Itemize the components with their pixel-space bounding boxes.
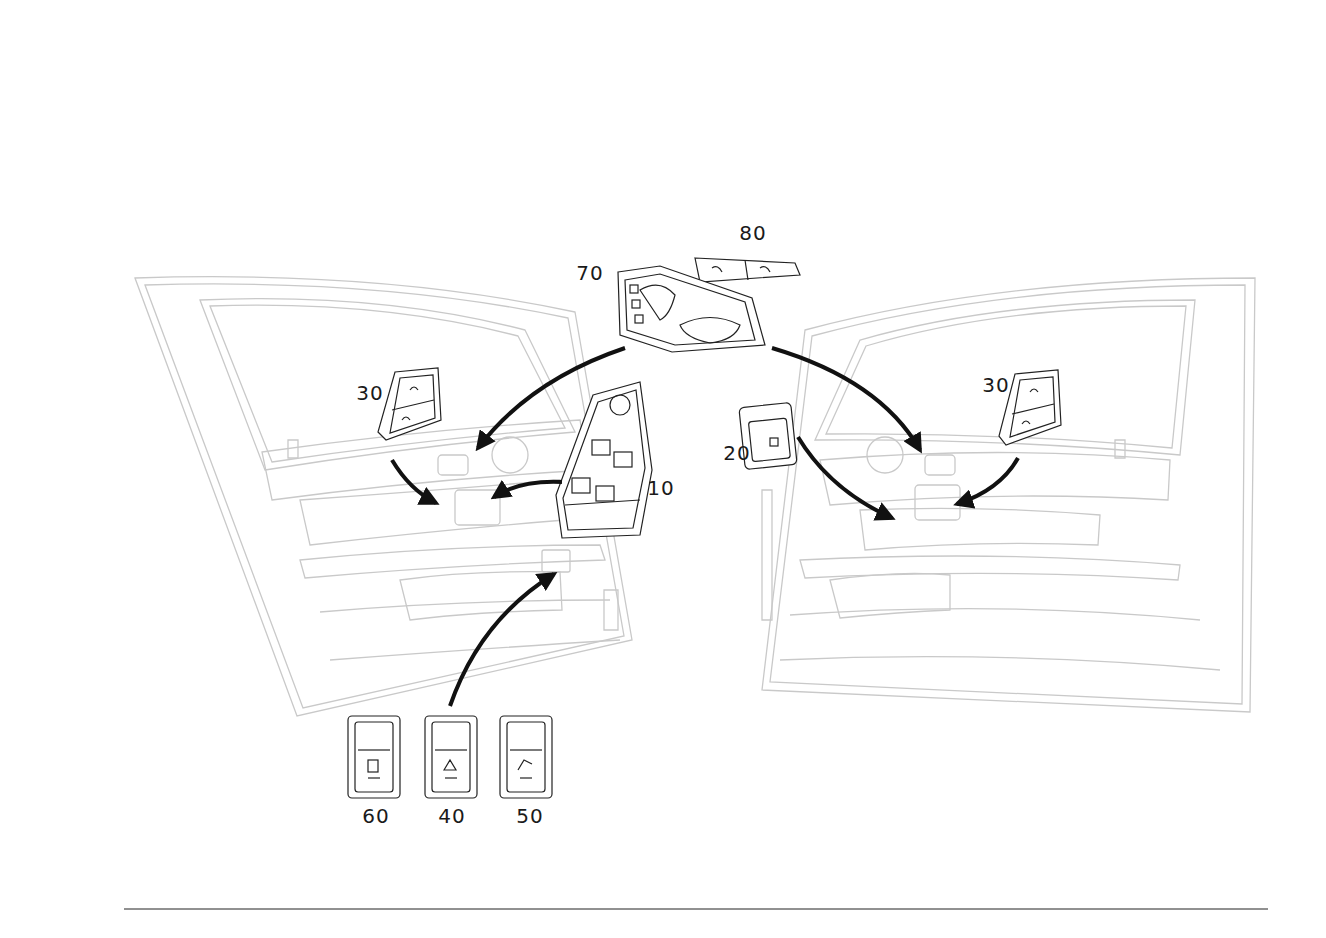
- window-switch-part: [748, 418, 790, 462]
- single-switch-part: [520, 777, 532, 778]
- right-door-part: [826, 306, 1186, 448]
- assembly-arrow-part: [772, 348, 920, 450]
- lock-switch-part: [1010, 377, 1055, 437]
- callout-number: 30: [982, 375, 1009, 395]
- assembly-arrow-part: [494, 482, 562, 497]
- left-door-part: [542, 550, 570, 572]
- window-switch-block: [556, 382, 652, 538]
- window-switch-block-part: [610, 395, 630, 415]
- seat-heat-switch: [695, 258, 800, 282]
- lock-switch-part: [1012, 404, 1054, 414]
- lock-switch-part: [390, 375, 435, 433]
- window-switch-block-part: [592, 440, 610, 455]
- assembly-arrow-part: [957, 458, 1018, 504]
- callout-number: 20: [723, 443, 750, 463]
- lock-switch: [378, 368, 441, 440]
- single-switch-part: [435, 749, 467, 750]
- seat-adjust-switch-part: [632, 300, 640, 308]
- footer-rule: [124, 909, 1268, 910]
- right-door: [762, 278, 1255, 712]
- window-switch-block-part: [563, 390, 645, 530]
- single-switch-part: [358, 749, 390, 750]
- single-switch-part: [518, 760, 532, 770]
- single-switch-part: [432, 722, 470, 792]
- seat-adjust-switch-part: [640, 285, 740, 343]
- callout-number: 80: [739, 223, 766, 243]
- left-door-part: [604, 590, 618, 630]
- right-door-part: [790, 609, 1200, 620]
- single-switch-part: [445, 777, 457, 778]
- single-switch-part: [507, 722, 545, 792]
- right-door-part: [815, 300, 1195, 455]
- single-switch-part: [368, 760, 378, 772]
- left-door-part: [200, 299, 575, 470]
- left-door-part: [400, 572, 562, 620]
- assembly-arrow-part: [392, 460, 436, 503]
- right-door-part: [867, 437, 903, 473]
- window-switch-block-part: [565, 500, 640, 505]
- seat-heat-switch-part: [695, 258, 800, 282]
- seat-adjust-switch-part: [625, 274, 755, 345]
- right-door-part: [762, 490, 772, 620]
- assembly-arrow: [392, 348, 1018, 706]
- single-switch-part: [348, 716, 400, 798]
- single-switch-part: [444, 760, 456, 770]
- single-switch: [500, 716, 552, 798]
- seat-heat-switch-part: [712, 267, 770, 272]
- window-switch-block-part: [596, 486, 614, 501]
- right-door-part: [860, 508, 1100, 550]
- lock-switch-part: [392, 400, 434, 410]
- single-switch-part: [425, 716, 477, 798]
- right-door-part: [820, 453, 1170, 506]
- left-door-part: [288, 440, 298, 458]
- single-switch: [425, 716, 477, 798]
- callout-number: 50: [516, 806, 543, 826]
- callout-number: 70: [576, 263, 603, 283]
- seat-heat-switch-part: [745, 260, 748, 280]
- assembly-arrow-part: [450, 574, 554, 706]
- right-door-part: [762, 278, 1255, 712]
- left-door-part: [262, 420, 588, 500]
- window-switch-block-part: [556, 382, 652, 538]
- lock-switch-part: [402, 387, 418, 420]
- callout-number: 10: [647, 478, 674, 498]
- single-switch-part: [510, 749, 542, 750]
- window-switch-block-part: [614, 452, 632, 467]
- single-switch-part: [500, 716, 552, 798]
- left-door-part: [210, 305, 565, 462]
- left-door-part: [492, 437, 528, 473]
- lock-switch-part: [1022, 389, 1038, 424]
- seat-adjust-switch: [618, 266, 765, 352]
- left-door-part: [320, 600, 610, 612]
- single-switch-part: [368, 777, 380, 778]
- seat-adjust-switch-part: [635, 315, 643, 323]
- callout-number: 40: [438, 806, 465, 826]
- right-door-part: [770, 285, 1245, 704]
- single-switch: [348, 716, 400, 798]
- window-switch-part: [770, 438, 778, 446]
- right-door-part: [915, 485, 960, 520]
- left-door-part: [145, 284, 624, 708]
- left-door-part: [300, 480, 565, 545]
- right-door-part: [925, 455, 955, 475]
- window-switch-block-part: [572, 478, 590, 493]
- single-switch-part: [355, 722, 393, 792]
- callout-number: 30: [356, 383, 383, 403]
- assembly-arrow-part: [798, 437, 892, 518]
- seat-adjust-switch-part: [630, 285, 638, 293]
- left-door-part: [300, 545, 605, 578]
- callout-number: 60: [362, 806, 389, 826]
- right-door-part: [780, 657, 1220, 670]
- right-door-part: [1115, 440, 1125, 458]
- lock-switch-part: [378, 368, 441, 440]
- assembly-arrow-part: [478, 348, 625, 448]
- seat-adjust-switch-part: [618, 266, 765, 352]
- left-door-part: [438, 455, 468, 475]
